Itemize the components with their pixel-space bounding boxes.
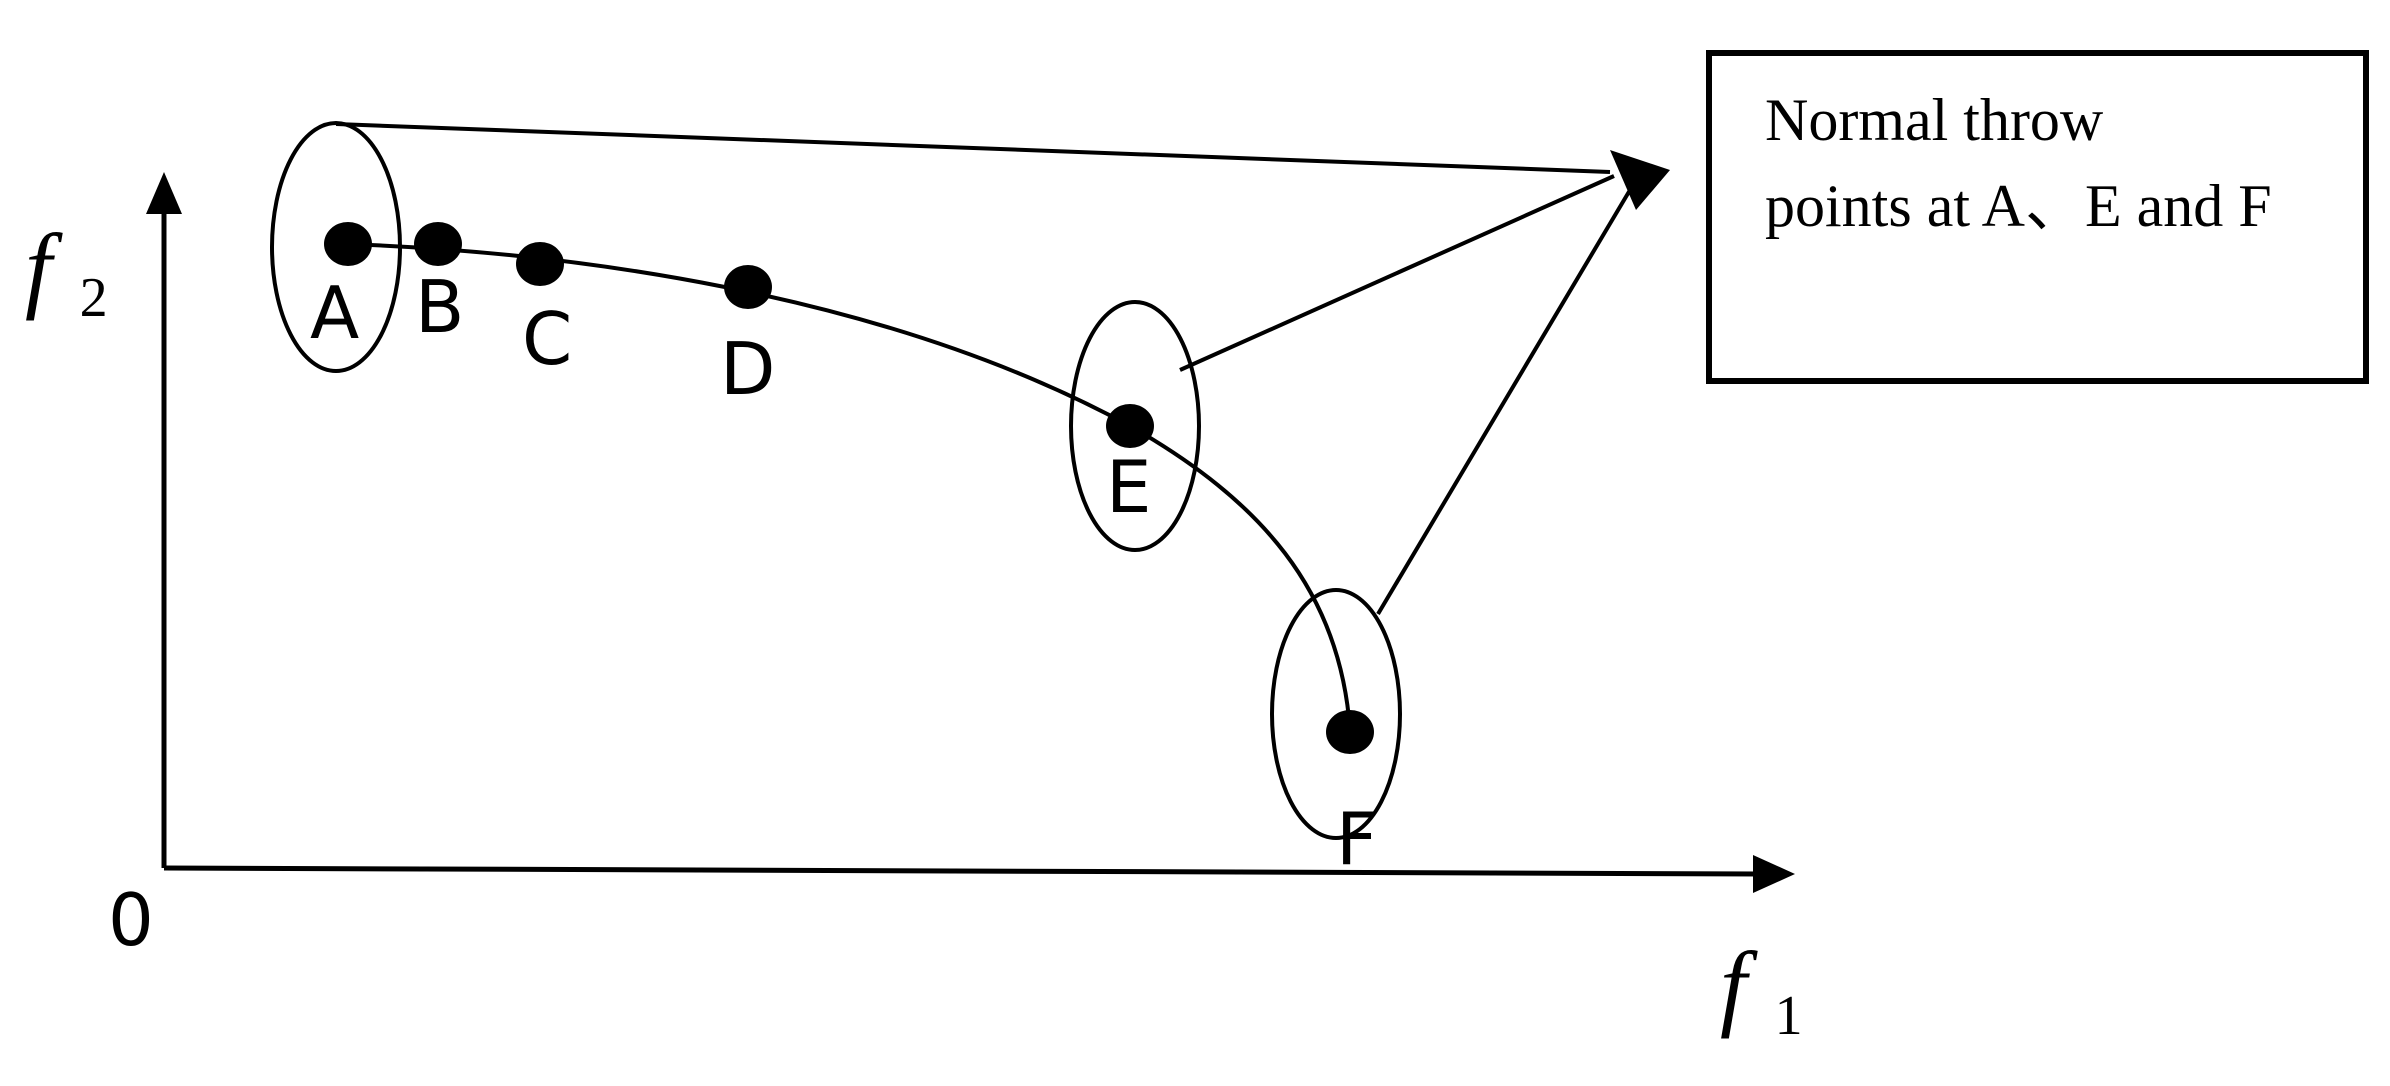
point-c-marker (516, 242, 564, 286)
point-a-label: A (310, 271, 359, 355)
point-f-label: F (1336, 797, 1377, 881)
x-axis-label-main: f (1720, 932, 1758, 1039)
pareto-points (324, 222, 1374, 754)
axes (146, 172, 1795, 893)
ellipse-a (270, 121, 402, 373)
ellipse-e (1069, 300, 1201, 552)
point-f-marker (1326, 710, 1374, 754)
origin-label: 0 (108, 878, 154, 962)
ellipse-f (1270, 588, 1402, 840)
connector-arrowhead (1610, 150, 1670, 210)
point-b-label: B (415, 265, 464, 349)
point-e-label: E (1106, 445, 1152, 529)
connector-e (1179, 174, 1615, 372)
x-axis-line (163, 865, 1761, 877)
point-b-marker (414, 222, 462, 266)
note-line-2: points at A、E and F (1765, 173, 2272, 239)
connector-f (1376, 188, 1632, 616)
x-axis-label-subscript: 1 (1775, 985, 1803, 1047)
note-box: Normal throw points at A、E and F (1706, 50, 2369, 384)
point-c-label: C (522, 297, 572, 381)
x-axis-arrowhead (1753, 855, 1795, 893)
y-axis-label: f 2 (25, 214, 108, 329)
pareto-point-labels: A B C D E F (310, 265, 1377, 881)
note-box-border (1706, 50, 2369, 384)
y-axis-arrowhead (146, 172, 182, 214)
connector-a (335, 122, 1611, 174)
pareto-curve (347, 242, 1352, 731)
x-axis-label: f 1 (1720, 932, 1803, 1047)
y-axis-label-main: f (25, 214, 63, 321)
point-e-marker (1106, 404, 1154, 448)
note-line-1: Normal throw (1765, 87, 2104, 153)
y-axis-label-subscript: 2 (80, 267, 108, 329)
point-a-marker (324, 222, 372, 266)
point-d-label: D (720, 327, 775, 411)
point-d-marker (724, 265, 772, 309)
